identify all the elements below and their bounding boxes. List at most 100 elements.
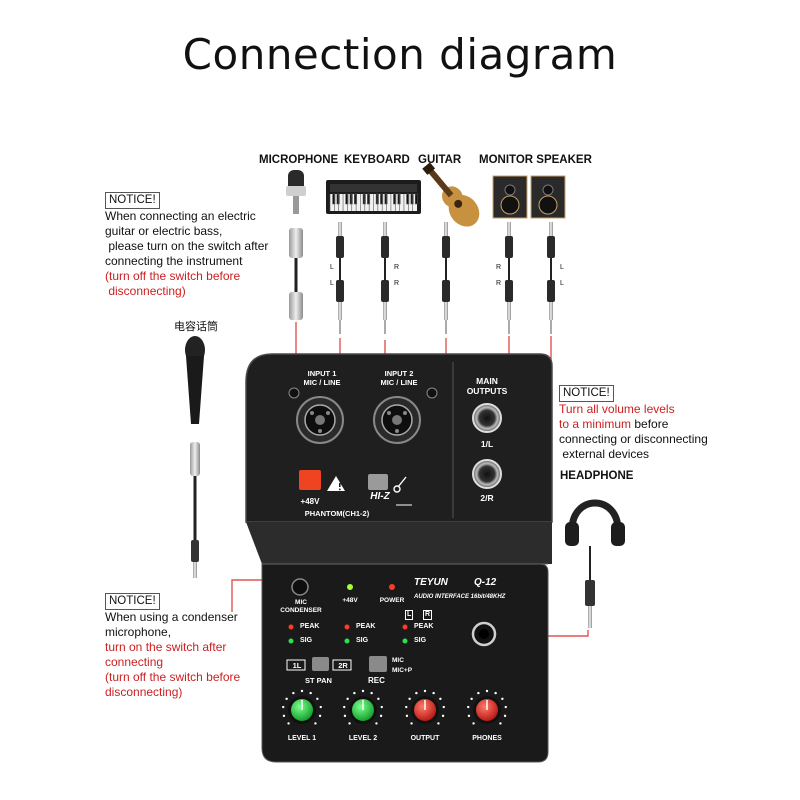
main-outputs-line1: MAIN: [476, 376, 498, 386]
keyboard-black-key: [345, 193, 349, 205]
input1-combo-jack[interactable]: [296, 396, 344, 444]
cable-plug-body: [336, 280, 344, 302]
led-power-label: POWER: [379, 597, 405, 604]
xlr-cable: [289, 228, 303, 320]
knob-tick: [379, 714, 383, 718]
notice-tag: NOTICE!: [105, 593, 160, 610]
knob-tick: [439, 697, 442, 701]
knob-tick: [348, 722, 351, 725]
main-outputs-line2: OUTPUTS: [466, 386, 508, 396]
knob-tick: [343, 705, 346, 709]
input2-combo-jack[interactable]: [373, 396, 421, 444]
knob-tick: [318, 714, 322, 718]
knob-tick: [441, 714, 445, 718]
diagram-title: Connection diagram: [182, 30, 618, 79]
notice-condenser: NOTICE! When using a condenser microphon…: [105, 593, 240, 700]
output-jack-2[interactable]: [472, 459, 502, 489]
notice-line: guitar or electric bass,: [105, 224, 223, 238]
input2-label-line1: INPUT 2: [384, 369, 414, 378]
knob-tick: [442, 705, 445, 709]
guitar-icon: [393, 476, 407, 493]
knob-tick: [292, 691, 295, 695]
notice-line-red: (turn off the switch before: [105, 670, 241, 684]
cable-plug-tip: [507, 302, 511, 320]
sig-label-1: SIG: [300, 637, 313, 644]
screw-icon: [426, 387, 438, 399]
knob-tick: [415, 691, 418, 695]
condenser-microphone-icon: [286, 170, 306, 214]
hiz-switch[interactable]: [368, 474, 388, 490]
knob-tick: [380, 705, 383, 709]
handheld-microphone-icon: [185, 336, 205, 578]
main-outputs-label: MAIN OUTPUTS: [457, 376, 517, 396]
cable-label-r: R: [394, 264, 400, 271]
cable-plug-tip: [339, 320, 341, 334]
cable-label-r: R: [496, 280, 502, 287]
warning-icon: [327, 476, 345, 491]
rec-mic-label: MIC: [392, 657, 404, 664]
rec-label: REC: [368, 676, 385, 685]
rec-switch[interactable]: [369, 656, 387, 672]
cable-plug-body: [381, 236, 389, 258]
cable-plug-tip: [549, 302, 553, 320]
label-microphone: MICROPHONE: [259, 154, 339, 166]
cable-plug-body: [505, 280, 513, 302]
notice-line: please turn on the switch after: [105, 239, 269, 253]
mic-condenser-line1: MIC: [295, 599, 307, 606]
notice-volume: NOTICE! Turn all volume levels to a mini…: [559, 385, 708, 462]
audio-interface-device: [245, 353, 553, 763]
headphone-icon: [565, 499, 625, 628]
phones-label: PHONES: [472, 735, 502, 742]
cable-plug-body: [381, 280, 389, 302]
input2-label: INPUT 2 MIC / LINE: [369, 369, 429, 387]
phantom-power-button[interactable]: [299, 470, 321, 490]
notice-line-red: disconnecting): [105, 685, 183, 699]
label-keyboard: KEYBOARD: [344, 154, 410, 166]
knob-tick: [314, 722, 317, 725]
keyboard-black-key: [354, 193, 358, 205]
v48-label: +48V: [300, 497, 320, 506]
keyboard-black-key: [414, 193, 418, 205]
peak-label-3: PEAK: [414, 623, 434, 630]
sig-led: [288, 638, 294, 644]
notice-line: When connecting an electric: [105, 209, 256, 223]
notice-tag: NOTICE!: [559, 385, 614, 402]
knob-tick: [346, 697, 349, 701]
cable-plug-tip: [508, 320, 510, 334]
mic-condenser-jack[interactable]: [291, 578, 309, 596]
knob-tick: [503, 714, 507, 718]
cable-plug-tip: [444, 222, 448, 236]
input1-label-line2: MIC / LINE: [303, 378, 341, 387]
notice-line: When using a condenser: [105, 610, 238, 624]
st-pan-1l-label: 1L: [292, 661, 302, 670]
notice-line-red: (turn off the switch before: [105, 269, 241, 283]
cable-plug-tip: [444, 302, 448, 320]
notice-line-red: Turn all volume levels: [559, 402, 675, 416]
output-jack-1[interactable]: [472, 403, 502, 433]
knob-tick: [494, 691, 497, 695]
mic-condenser-line2: CONDENSER: [280, 606, 322, 614]
keyboard-black-key: [406, 193, 410, 205]
level-knobs[interactable]: [282, 689, 507, 725]
knob-tick: [485, 689, 489, 693]
output-label: OUTPUT: [410, 735, 440, 742]
input2-label-line2: MIC / LINE: [380, 378, 418, 387]
keyboard-icon: [326, 180, 421, 214]
knob-tick: [316, 697, 319, 701]
st-pan-2r-frame: [332, 659, 352, 671]
screw-icon: [288, 387, 300, 399]
st-pan-switch[interactable]: [312, 657, 329, 671]
cable-plug-tip: [507, 222, 511, 236]
instrument-cables: [336, 222, 555, 334]
cable-plug-tip: [445, 320, 447, 334]
cable-plug-tip: [549, 222, 553, 236]
level2-label: LEVEL 2: [348, 735, 378, 742]
peak-led: [402, 624, 408, 630]
brand-label: TEYUN: [414, 577, 448, 588]
keyboard-black-key: [332, 193, 336, 205]
input1-label: INPUT 1 MIC / LINE: [292, 369, 352, 387]
st-pan-1l-frame: [286, 659, 306, 671]
knob-tick: [282, 705, 285, 709]
notice-line: before: [631, 417, 669, 431]
